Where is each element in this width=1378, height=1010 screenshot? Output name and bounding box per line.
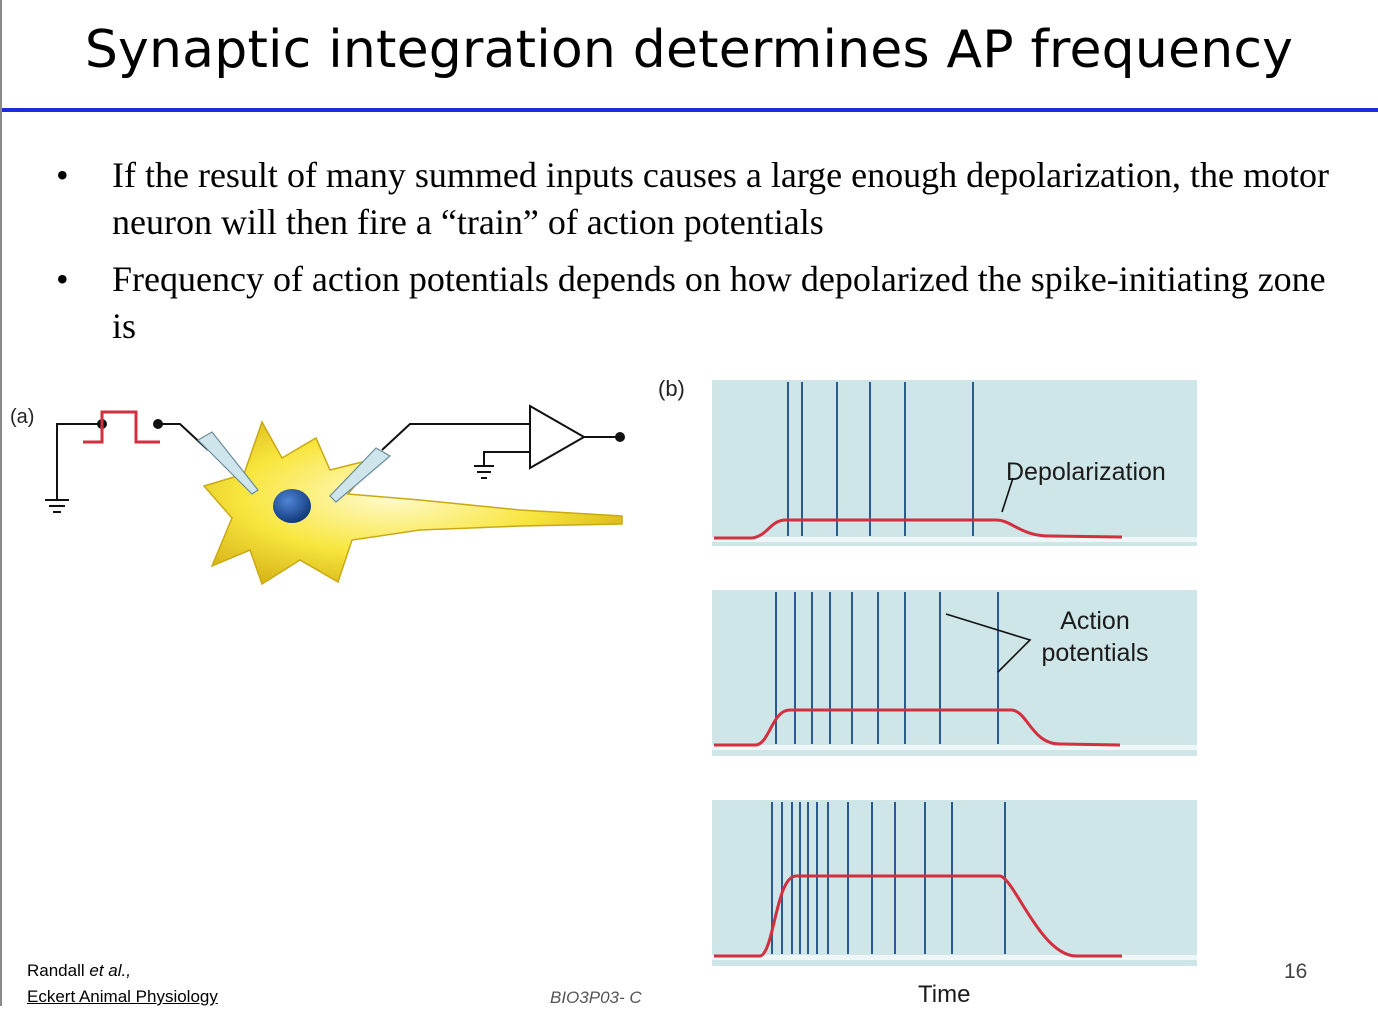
slide-title: Synaptic integration determines AP frequ… <box>84 20 1294 80</box>
bullet-item-2: Frequency of action potentials depends o… <box>52 256 1352 350</box>
recording-circuit <box>381 404 625 479</box>
action-potential-leader <box>945 613 1032 673</box>
stimulator-circuit <box>45 410 209 513</box>
recording-panel-3 <box>712 800 1197 966</box>
membrane-trace-1 <box>714 518 1123 540</box>
stimulating-electrode <box>197 431 259 495</box>
recording-panel-1 <box>712 380 1197 546</box>
recording-electrode <box>329 447 392 503</box>
bullet-list: If the result of many summed inputs caus… <box>52 152 1352 360</box>
credit-authors: Randall <box>27 961 85 980</box>
slide-left-edge <box>0 0 2 1006</box>
membrane-trace-3 <box>714 874 1122 958</box>
time-axis-label: Time <box>918 981 971 1008</box>
panel-b-label: (b) <box>658 376 685 401</box>
depolarization-leader <box>1001 477 1014 513</box>
spike-train-1 <box>787 382 974 536</box>
course-code: BIO3P03- C <box>550 988 642 1007</box>
neuron-cell <box>202 420 623 586</box>
credit-et-al: et al., <box>89 961 131 980</box>
bullet-item-1: If the result of many summed inputs caus… <box>52 152 1352 246</box>
depolarization-label: Depolarization <box>1006 458 1166 486</box>
membrane-traces <box>714 518 1123 958</box>
title-underline <box>2 108 1378 112</box>
source-credit: Randall et al., Eckert Animal Physiology <box>27 958 218 1010</box>
recording-panel-2 <box>712 590 1197 756</box>
membrane-trace-2 <box>714 708 1121 747</box>
action-potentials-label-line2: potentials <box>1041 639 1149 667</box>
page-number: 16 <box>1284 960 1308 983</box>
credit-book-link[interactable]: Eckert Animal Physiology <box>27 987 218 1006</box>
neuron-nucleus <box>273 489 311 523</box>
annotation-leaders <box>945 477 1032 673</box>
amplifier-icon <box>529 404 587 470</box>
panel-a-label: (a) <box>10 406 35 428</box>
action-potentials-label-line1: Action <box>1060 607 1130 635</box>
